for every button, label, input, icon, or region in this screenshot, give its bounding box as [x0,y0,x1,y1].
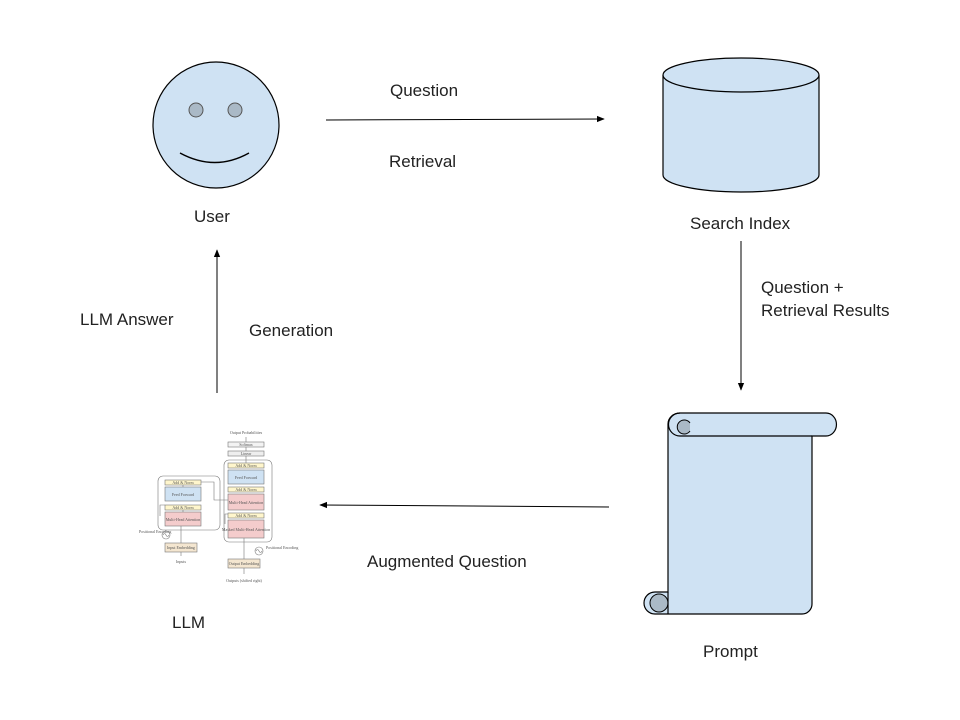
inputs-label: Inputs [176,559,186,564]
decoder-feed-forward-label: Feed Forward [235,475,257,480]
input-embedding-label: Input Embedding [167,545,195,550]
decoder-frame [223,459,273,543]
search-index-label: Search Index [690,214,791,233]
user-smiley-icon [152,61,280,189]
encoder-add-norm-2-label: Add & Norm [172,480,194,485]
output-probabilities-label: Output Probabilities [230,430,263,435]
augmented-question-arrow [319,501,610,509]
output-embedding-label: Output Embedding [229,561,260,566]
encoder-feed-forward-label: Feed Forward [172,492,194,497]
search-index-cylinder-icon [662,57,820,193]
decoder-add-norm-2-label: Add & Norm [235,487,257,492]
encoder-positional-encoding-label: Positional Encoding [139,529,171,534]
question-edge-label: Question [390,81,459,100]
linear-label: Linear [241,451,252,456]
decoder-add-norm-1-label: Add & Norm [235,513,257,518]
prompt-label: Prompt [703,642,758,661]
decoder-positional-encoding-label: Positional Encoding [266,545,298,550]
llm-transformer-diagram-icon: Output Probabilities Softmax Linear Add … [139,430,298,583]
user-label: User [194,207,230,226]
retrieval-results-edge-label-line1: Question + [761,278,844,297]
decoder-masked-attention-label: Masked Multi-Head Attention [222,527,270,532]
retrieval-edge-label: Retrieval [389,152,457,171]
outputs-shifted-label: Outputs (shifted right) [226,578,262,583]
generation-edge-label: Generation [249,321,334,340]
encoder-add-norm-1-label: Add & Norm [172,505,194,510]
decoder-attention-label: Multi-Head Attention [229,500,264,505]
augmented-question-edge-label: Augmented Question [367,552,527,571]
decoder-add-norm-3-label: Add & Norm [235,463,257,468]
retrieval-results-edge-label-line2: Retrieval Results [761,301,890,320]
question-arrow [325,115,605,123]
encoder-frame [157,475,221,531]
encoder-attention-label: Multi-Head Attention [166,517,201,522]
llm-label: LLM [172,613,206,632]
softmax-label: Softmax [239,442,253,447]
prompt-scroll-icon [643,412,837,615]
llm-answer-edge-label: LLM Answer [80,310,174,329]
